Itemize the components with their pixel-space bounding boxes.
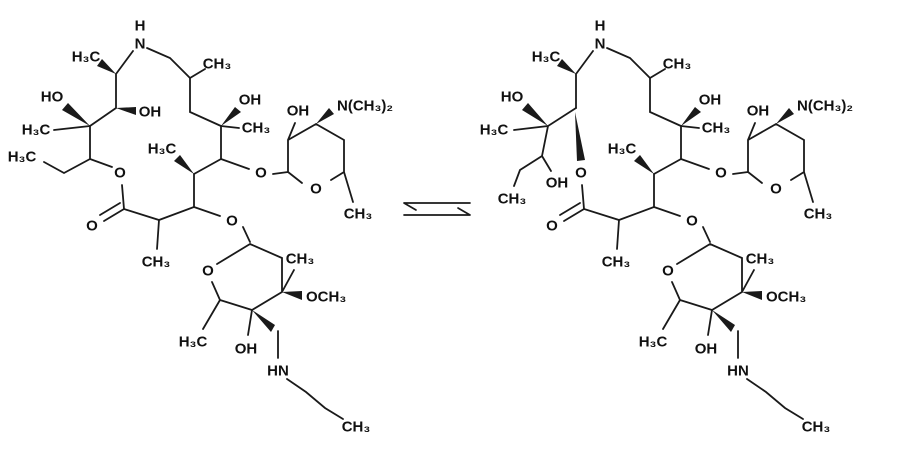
atom-label-methyl: CH₃ [746, 251, 775, 268]
equilibrium-arrow-icon [403, 202, 471, 216]
atom-label-hydroxyl: OH [235, 341, 258, 358]
atom-label-methyl: CH₃ [286, 251, 315, 268]
atom-label-methyl: H₃C [480, 122, 509, 139]
atom-label-nh-h: H [135, 18, 146, 35]
carbonyl-double-bond [99, 202, 125, 222]
atom-label-methyl: H₃C [72, 49, 101, 66]
atom-label-amine: HN [267, 363, 289, 380]
atom-label-methyl: CH₃ [804, 206, 833, 223]
macrocycle-bonds [89, 47, 222, 221]
stereo-wedge [522, 103, 548, 126]
stereo-wedge [316, 108, 334, 124]
atom-label-hydroxyl: HO [501, 89, 524, 106]
atom-label-ester-oxygen: O [114, 165, 126, 182]
atom-label-propyl-methyl: CH₃ [802, 419, 831, 436]
atom-label-glycosidic-oxygen: O [715, 165, 727, 182]
equilibrium-harpoon-top [403, 202, 471, 211]
desosamine-ring-bonds [747, 122, 814, 203]
lactone-oxygen-wedge [575, 112, 585, 161]
atom-label-hydroxyl: OH [139, 104, 162, 121]
atom-label-ring-oxygen: O [770, 181, 782, 198]
stereo-wedge [252, 310, 275, 332]
substituent-bonds [616, 68, 700, 250]
glycosidic-bonds [653, 158, 749, 243]
atom-label-methyl: H₃C [179, 334, 208, 351]
atom-label-glycosidic-oxygen: O [255, 165, 267, 182]
atom-label-ring-oxygen: O [310, 181, 322, 198]
atom-label-methoxy: OCH₃ [306, 289, 346, 306]
atom-label-methyl: H₃C [608, 141, 637, 158]
atom-label-methoxy: OCH₃ [766, 289, 806, 306]
atom-label-hydroxyl: OH [287, 103, 310, 120]
atom-label-methyl: H₃C [148, 141, 177, 158]
stereo-wedge [712, 310, 735, 332]
stereo-wedge [681, 107, 701, 126]
atom-label-methyl: H₃C [22, 122, 51, 139]
atom-label-dimethylamino: N(CH₃)₂ [797, 98, 853, 115]
macrocycle-bonds [575, 47, 682, 221]
atom-label-carbonyl-oxygen: O [546, 218, 558, 235]
atom-label-methyl: CH₃ [142, 254, 171, 271]
stereo-wedge [634, 155, 654, 174]
stereo-wedge [221, 107, 241, 126]
atom-label-methyl: H₃C [532, 49, 561, 66]
atom-label-methyl: CH₃ [663, 56, 692, 73]
equilibrium-harpoon-bottom [403, 207, 471, 216]
substituent-bonds [43, 68, 240, 250]
stereo-wedge [776, 108, 794, 124]
atom-label-glycosidic-oxygen: O [686, 213, 698, 230]
atom-label-ring-oxygen: O [662, 263, 674, 280]
atom-label-methyl: CH₃ [203, 56, 232, 73]
atom-label-nh-n: N [595, 36, 606, 53]
stereo-wedge [116, 107, 136, 115]
molecule-right: H N H₃C CH₃ HO OH CH₃ H₃C OH CH₃ O H₃C O… [480, 18, 853, 436]
molecule-left: H N H₃C CH₃ HO OH OH CH₃ H₃C H₃C O H₃C O… [8, 18, 393, 436]
stereo-wedge [282, 291, 302, 300]
stereo-wedge [97, 59, 116, 74]
glycosidic-bonds [193, 158, 289, 243]
carbonyl-double-bond [559, 202, 585, 222]
atom-label-methyl: CH₃ [702, 120, 731, 137]
stereo-wedge [742, 291, 762, 300]
atom-label-ethyl-methyl: CH₃ [498, 191, 527, 208]
atom-label-dimethylamino: N(CH₃)₂ [337, 98, 393, 115]
atom-label-hydroxyl: OH [747, 103, 770, 120]
lower-sugar-ring-bonds [662, 243, 804, 420]
atom-label-hydroxyl: HO [41, 89, 64, 106]
atom-label-ester-oxygen: O [575, 165, 587, 182]
atom-label-nh-h: H [595, 18, 606, 35]
atom-label-ring-oxygen: O [202, 263, 214, 280]
atom-label-hydroxyl: OH [546, 175, 569, 192]
atom-label-methyl: CH₃ [242, 120, 271, 137]
atom-label-hydroxyl: OH [699, 92, 722, 109]
lower-sugar-ring-bonds [202, 243, 344, 420]
desosamine-ring-bonds [287, 122, 354, 203]
atom-label-hydroxyl: OH [239, 92, 262, 109]
stereo-wedge [557, 59, 576, 74]
atom-label-carbonyl-oxygen: O [86, 218, 98, 235]
atom-label-hydroxyl: OH [695, 341, 718, 358]
atom-label-glycosidic-oxygen: O [226, 213, 238, 230]
atom-label-ethyl-methyl: H₃C [8, 149, 37, 166]
atom-label-methyl: CH₃ [344, 206, 373, 223]
stereo-wedge [174, 155, 194, 174]
atom-label-nh-n: N [135, 36, 146, 53]
atom-label-amine: HN [727, 363, 749, 380]
stereo-wedge [62, 103, 90, 126]
atom-label-methyl: H₃C [639, 334, 668, 351]
atom-label-methyl: CH₃ [602, 254, 631, 271]
atom-label-propyl-methyl: CH₃ [342, 419, 371, 436]
